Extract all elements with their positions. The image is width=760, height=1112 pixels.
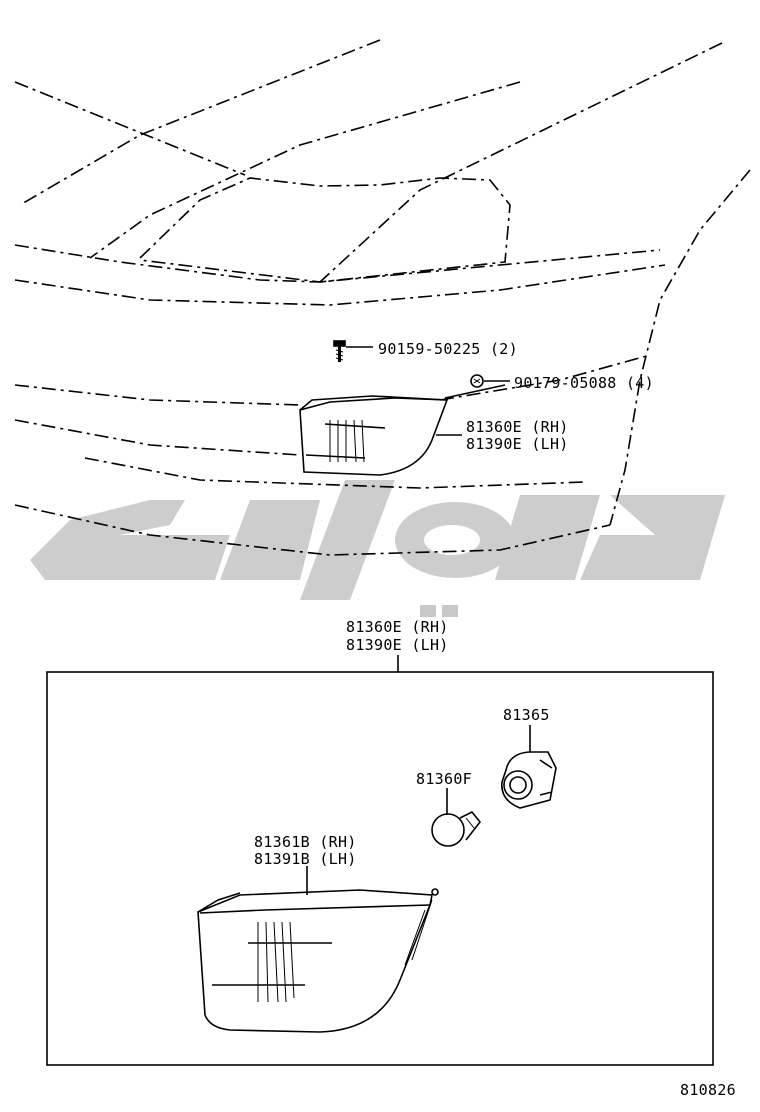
turn-lamp-installed xyxy=(299,395,462,476)
lens-rh-label: 81361B (RH) xyxy=(254,833,357,851)
box-title-lh-label: 81390E (LH) xyxy=(346,636,449,654)
diagram-id-label: 810826 xyxy=(680,1081,736,1099)
clip-part-label: 90179-05088 (4) xyxy=(514,374,654,392)
box-title-rh-label: 81360E (RH) xyxy=(346,618,449,636)
lens-lh-label: 81391B (LH) xyxy=(254,850,357,868)
socket-icon xyxy=(501,725,557,809)
vehicle-outline xyxy=(14,39,751,556)
bolt-icon xyxy=(333,340,373,362)
detail-box xyxy=(46,671,714,1066)
clip-icon xyxy=(444,374,510,399)
socket-part-label: 81365 xyxy=(503,706,550,724)
lamp-lh-label: 81390E (LH) xyxy=(466,435,569,453)
bulb-part-label: 81360F xyxy=(416,770,472,788)
lamp-rh-label: 81360E (RH) xyxy=(466,418,569,436)
bulb-icon xyxy=(431,788,482,847)
lens-icon xyxy=(197,888,439,1033)
bolt-part-label: 90159-50225 (2) xyxy=(378,340,518,358)
